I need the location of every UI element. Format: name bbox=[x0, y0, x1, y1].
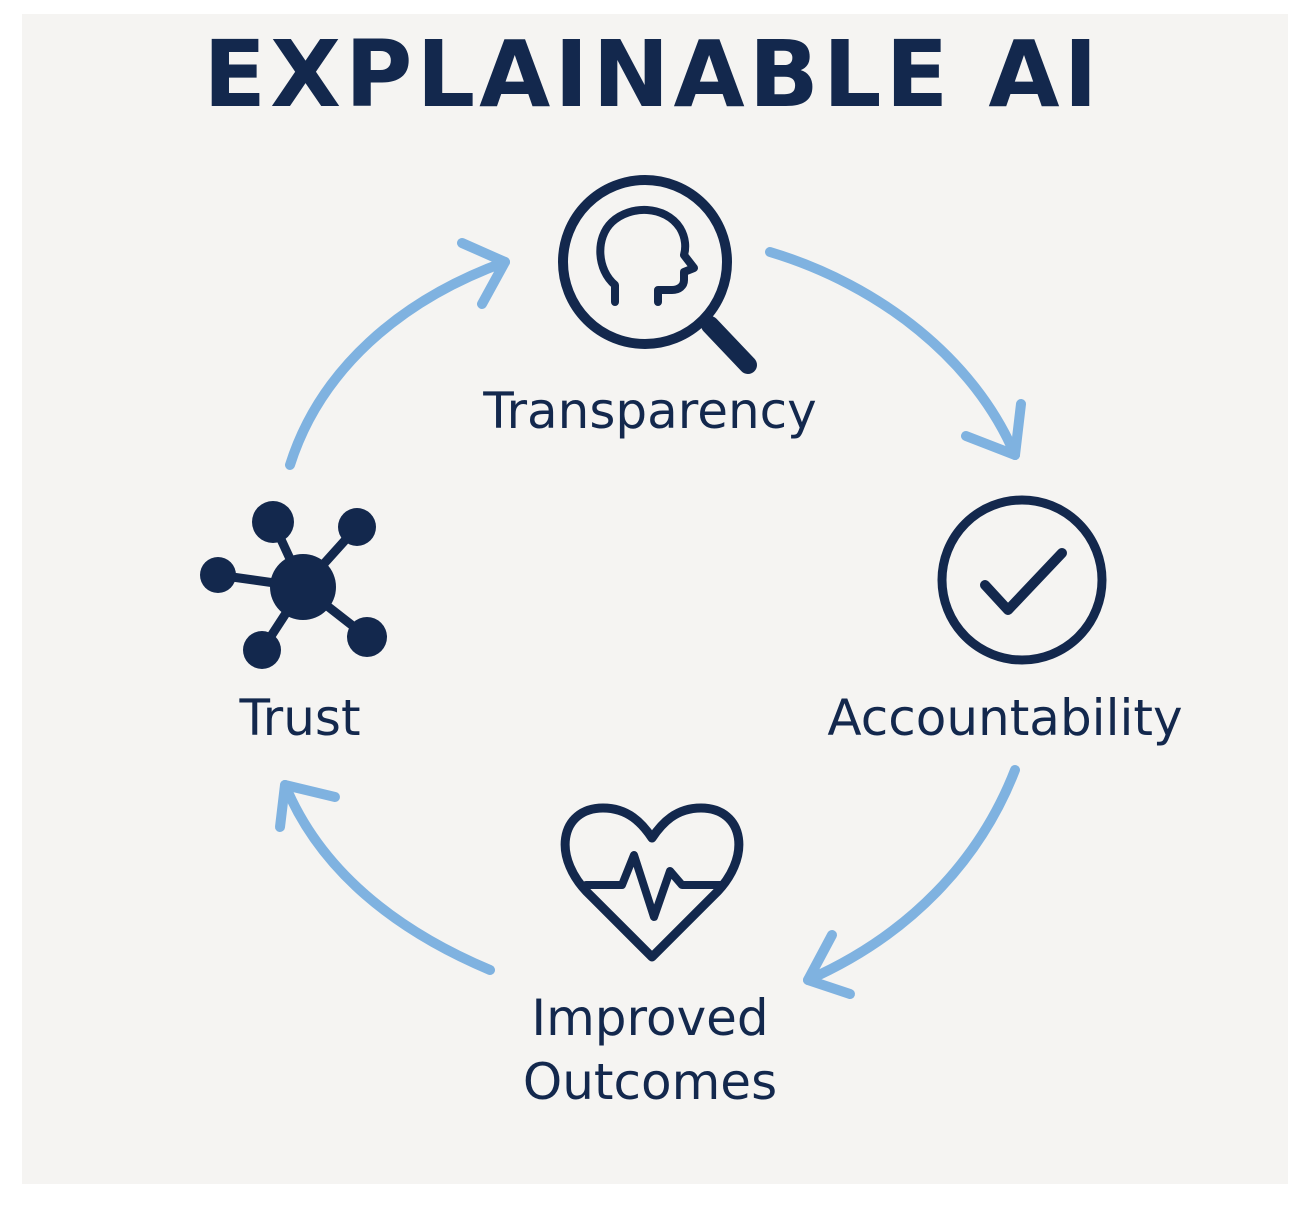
trust-label: Trust bbox=[239, 689, 361, 747]
arrow-outcomes-to-trust bbox=[275, 780, 495, 975]
network-icon bbox=[200, 501, 387, 669]
arrow-trust-to-transparency bbox=[285, 238, 510, 470]
diagram-title: EXPLAINABLE AI bbox=[203, 21, 1102, 128]
check-circle-icon bbox=[937, 495, 1107, 665]
improved-outcomes-label: Improved Outcomes bbox=[440, 986, 860, 1114]
transparency-label: Transparency bbox=[483, 382, 817, 440]
arrow-transparency-to-accountability bbox=[765, 247, 1026, 460]
magnifier-head-icon bbox=[558, 175, 757, 374]
improved-outcomes-label-line1: Improved bbox=[531, 989, 769, 1047]
arrow-accountability-to-outcomes bbox=[803, 765, 1020, 999]
heart-pulse-icon bbox=[560, 803, 744, 962]
improved-outcomes-label-line2: Outcomes bbox=[522, 1053, 778, 1111]
accountability-label: Accountability bbox=[827, 689, 1183, 747]
